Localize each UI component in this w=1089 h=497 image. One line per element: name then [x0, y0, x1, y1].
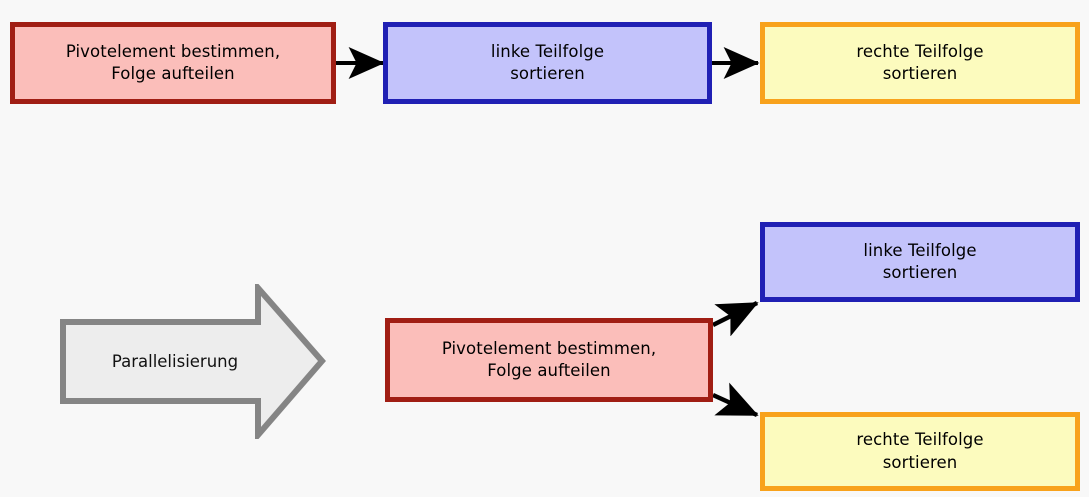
node-sequential-pivot[interactable]: Pivotelement bestimmen, Folge aufteilen: [10, 22, 336, 104]
node-parallel-pivot-line1: Pivotelement bestimmen,: [441, 338, 657, 358]
node-parallel-right-line2: sortieren: [882, 452, 958, 472]
arrow-par-pivot-to-left: [711, 300, 759, 337]
node-parallel-left[interactable]: linke Teilfolge sortieren: [760, 222, 1080, 302]
node-sequential-right[interactable]: rechte Teilfolge sortieren: [760, 22, 1080, 104]
arrow-par-pivot-to-right: [712, 382, 759, 418]
node-parallel-pivot[interactable]: Pivotelement bestimmen, Folge aufteilen: [385, 318, 713, 402]
node-sequential-left-line1: linke Teilfolge: [490, 41, 605, 61]
node-sequential-right-line1: rechte Teilfolge: [856, 41, 984, 61]
node-parallel-right[interactable]: rechte Teilfolge sortieren: [760, 412, 1080, 491]
node-sequential-pivot-line2: Folge aufteilen: [111, 64, 235, 83]
node-parallel-pivot-line2: Folge aufteilen: [487, 361, 611, 380]
node-parallel-left-line2: sortieren: [882, 263, 958, 282]
node-sequential-pivot-line1: Pivotelement bestimmen,: [65, 41, 281, 61]
node-parallel-left-line1: linke Teilfolge: [863, 240, 977, 260]
node-sequential-left-line2: sortieren: [510, 64, 585, 83]
parallelisierung-arrow-shape: [60, 284, 326, 439]
node-sequential-left[interactable]: linke Teilfolge sortieren: [383, 22, 712, 104]
node-parallel-right-line1: rechte Teilfolge: [856, 430, 984, 450]
node-sequential-right-line2: sortieren: [882, 64, 958, 83]
